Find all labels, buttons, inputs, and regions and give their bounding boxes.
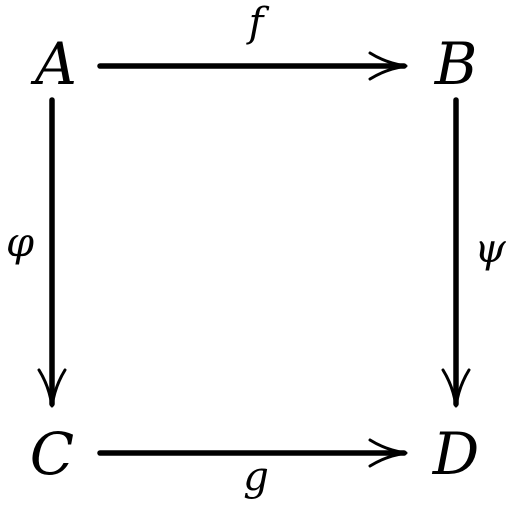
arrow-phi <box>37 97 67 408</box>
label-psi: ψ <box>474 226 506 272</box>
arrow-f <box>97 51 408 81</box>
arrow-phi-head <box>37 368 67 408</box>
arrow-psi <box>441 97 471 408</box>
node-b: B <box>434 30 478 98</box>
arrow-f-head <box>368 51 408 81</box>
arrow-psi-head <box>441 368 471 408</box>
node-c: C <box>30 420 74 488</box>
arrow-g-head <box>368 438 408 468</box>
arrow-g <box>97 438 408 468</box>
node-d: D <box>432 420 480 488</box>
node-a: A <box>30 30 77 98</box>
label-g: g <box>243 454 269 500</box>
label-f: f <box>246 0 270 46</box>
label-phi: φ <box>6 220 34 266</box>
